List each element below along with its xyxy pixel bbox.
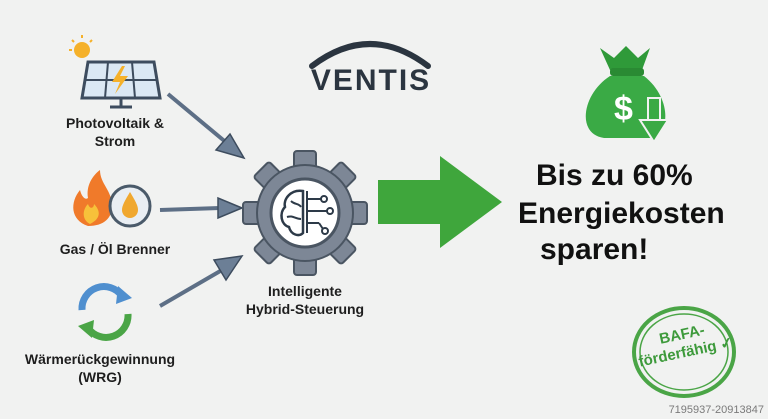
- savings-icon-wrap: $: [570, 38, 680, 148]
- photovoltaik-label-1: Photovoltaik &: [65, 115, 164, 131]
- arrow-from-wrg: [158, 255, 244, 308]
- source-gas-oil: Gas / Öl Brenner: [60, 168, 180, 268]
- flame-oil-drop-icon: [73, 170, 152, 228]
- wrg-label-2: (WRG): [78, 369, 122, 385]
- savings-claim-1: Bis zu 60%: [536, 159, 693, 192]
- controller-label-1: Intelligente: [268, 283, 342, 299]
- gear-brain-icon: [242, 150, 368, 276]
- savings-claim-3: sparen!: [540, 233, 649, 266]
- arrow-from-gas: [159, 196, 244, 220]
- image-id: 7195937-20913847: [668, 404, 764, 416]
- bafa-stamp: BAFA- förderfähig ✓: [628, 304, 740, 400]
- gas-oil-label: Gas / Öl Brenner: [59, 241, 171, 257]
- recycle-arrows-icon: [78, 283, 132, 341]
- brand-name: VENTIS: [310, 64, 432, 97]
- controller-label-2: Hybrid-Steuerung: [245, 301, 365, 317]
- wrg-label-1: Wärmerückgewinnung: [24, 351, 176, 367]
- stamp-seal-icon: [632, 306, 736, 398]
- solar-panel-icon: [69, 35, 162, 109]
- source-wrg: [70, 280, 160, 390]
- svg-text:$: $: [614, 90, 633, 128]
- photovoltaik-label-2: Strom: [94, 133, 136, 149]
- source-photovoltaik: Photovoltaik & Strom: [60, 32, 170, 152]
- converging-arrows: [158, 92, 246, 308]
- money-bag-down-icon: $: [585, 46, 670, 144]
- brand-arc-icon: [309, 41, 431, 69]
- brand-logo: VENTIS: [290, 28, 450, 98]
- arrow-from-photovoltaik: [166, 92, 246, 160]
- savings-claim-2: Energiekosten: [518, 197, 725, 230]
- hybrid-controller: [240, 148, 370, 278]
- result-arrow: [378, 156, 502, 248]
